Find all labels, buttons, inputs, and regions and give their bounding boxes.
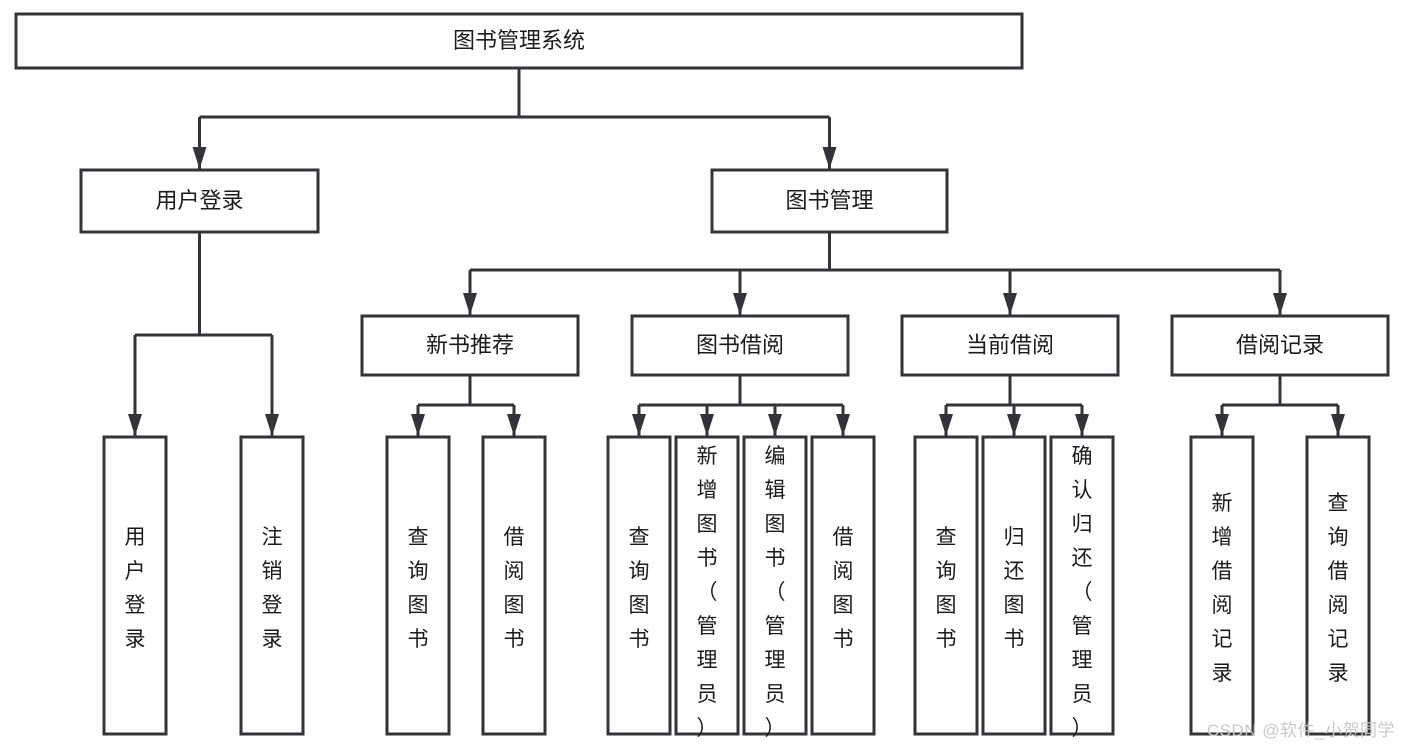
arrow-head-leaf-edit-book (768, 414, 782, 436)
node-leaf-query-borrow-record[interactable]: 查询借阅记录 (1305, 435, 1371, 736)
arrow-head-book-management (822, 147, 837, 169)
node-label-leaf-confirm-return: 确认归还（管理员） (1072, 445, 1093, 740)
node-box-leaf-query-book-borrow (606, 435, 672, 736)
node-label-leaf-query-book-recommend: 查询图书 (408, 526, 429, 651)
node-label-leaf-query-book-current: 查询图书 (936, 526, 957, 651)
arrow-head-new-book-recommend (463, 293, 477, 315)
node-label-leaf-return-book: 归还图书 (1004, 526, 1025, 651)
node-label-leaf-borrow-book-recommend: 借阅图书 (504, 526, 525, 651)
node-book-management[interactable]: 图书管理 (710, 168, 949, 234)
arrow-head-current-borrow (1003, 293, 1017, 315)
node-leaf-borrow-book-recommend[interactable]: 借阅图书 (481, 435, 547, 736)
node-box-book-borrow (630, 314, 850, 377)
arrow-head-leaf-borrow-book (836, 414, 850, 436)
node-label-leaf-logout: 注销登录 (262, 526, 283, 651)
node-leaf-confirm-return[interactable]: 确认归还（管理员） (1049, 435, 1115, 740)
node-box-leaf-add-borrow-record (1189, 435, 1255, 736)
node-leaf-borrow-book[interactable]: 借阅图书 (810, 435, 876, 736)
node-box-leaf-confirm-return (1049, 435, 1115, 736)
node-box-new-book-recommend (360, 314, 580, 377)
node-leaf-add-book[interactable]: 新增图书（管理员） (674, 435, 740, 740)
node-box-leaf-add-book (674, 435, 740, 736)
arrow-head-leaf-user-login (128, 414, 142, 436)
node-leaf-query-book-current[interactable]: 查询图书 (913, 435, 979, 736)
connector-layer (128, 68, 1345, 436)
node-box-leaf-user-login (102, 435, 168, 736)
node-label-current-borrow: 当前借阅 (966, 332, 1054, 357)
node-box-leaf-borrow-book-recommend (481, 435, 547, 736)
arrow-head-leaf-add-book (700, 414, 714, 436)
node-root[interactable]: 图书管理系统 (14, 12, 1024, 70)
node-label-leaf-add-borrow-record: 新增借阅记录 (1212, 492, 1233, 685)
node-box-leaf-logout (239, 435, 305, 736)
node-box-leaf-return-book (981, 435, 1047, 736)
node-leaf-query-book-borrow[interactable]: 查询图书 (606, 435, 672, 736)
node-label-new-book-recommend: 新书推荐 (426, 332, 514, 357)
arrow-head-leaf-query-book-borrow (632, 414, 646, 436)
node-leaf-add-borrow-record[interactable]: 新增借阅记录 (1189, 435, 1255, 736)
node-label-borrow-record: 借阅记录 (1236, 332, 1324, 357)
node-box-leaf-query-borrow-record (1305, 435, 1371, 736)
node-box-leaf-edit-book (742, 435, 808, 736)
node-leaf-logout[interactable]: 注销登录 (239, 435, 305, 736)
node-label-leaf-query-book-borrow: 查询图书 (629, 526, 650, 651)
arrow-head-leaf-return-book (1007, 414, 1021, 436)
node-label-root: 图书管理系统 (453, 28, 585, 53)
node-box-current-borrow (900, 314, 1120, 377)
arrow-head-leaf-logout (265, 414, 279, 436)
arrow-head-leaf-query-book-recommend (411, 414, 425, 436)
arrow-head-leaf-borrow-book-recommend (507, 414, 521, 436)
node-label-leaf-query-borrow-record: 查询借阅记录 (1328, 492, 1349, 685)
node-label-leaf-edit-book: 编辑图书（管理员） (765, 445, 786, 740)
node-label-leaf-user-login: 用户登录 (125, 526, 146, 651)
node-leaf-query-book-recommend[interactable]: 查询图书 (385, 435, 451, 736)
node-box-leaf-query-book-current (913, 435, 979, 736)
node-box-leaf-query-book-recommend (385, 435, 451, 736)
node-leaf-edit-book[interactable]: 编辑图书（管理员） (742, 435, 808, 740)
node-box-borrow-record (1170, 314, 1390, 377)
node-label-leaf-add-book: 新增图书（管理员） (697, 445, 718, 740)
node-label-book-borrow: 图书借阅 (696, 332, 784, 357)
node-leaf-return-book[interactable]: 归还图书 (981, 435, 1047, 736)
node-leaf-user-login[interactable]: 用户登录 (102, 435, 168, 736)
arrow-head-leaf-add-borrow-record (1215, 414, 1229, 436)
node-label-leaf-borrow-book: 借阅图书 (833, 526, 854, 651)
node-current-borrow[interactable]: 当前借阅 (900, 314, 1120, 377)
node-user-login[interactable]: 用户登录 (79, 168, 320, 234)
node-borrow-record[interactable]: 借阅记录 (1170, 314, 1390, 377)
node-layer: 图书管理系统用户登录图书管理新书推荐图书借阅当前借阅借阅记录用户登录注销登录查询… (14, 12, 1390, 740)
node-box-leaf-borrow-book (810, 435, 876, 736)
node-label-book-management: 图书管理 (785, 188, 873, 213)
arrow-head-leaf-query-borrow-record (1331, 414, 1345, 436)
node-new-book-recommend[interactable]: 新书推荐 (360, 314, 580, 377)
arrow-head-user-login (192, 147, 207, 169)
node-label-user-login: 用户登录 (155, 188, 243, 213)
arrow-head-book-borrow (733, 293, 747, 315)
csdn-watermark: CSDN @软件_小贺同学 (1206, 721, 1395, 740)
arrow-head-leaf-query-book-current (939, 414, 953, 436)
node-box-user-login (79, 168, 320, 234)
arrow-head-borrow-record (1273, 293, 1287, 315)
node-box-book-management (710, 168, 949, 234)
arrow-head-leaf-confirm-return (1075, 414, 1089, 436)
node-book-borrow[interactable]: 图书借阅 (630, 314, 850, 377)
node-box-root (14, 12, 1024, 70)
